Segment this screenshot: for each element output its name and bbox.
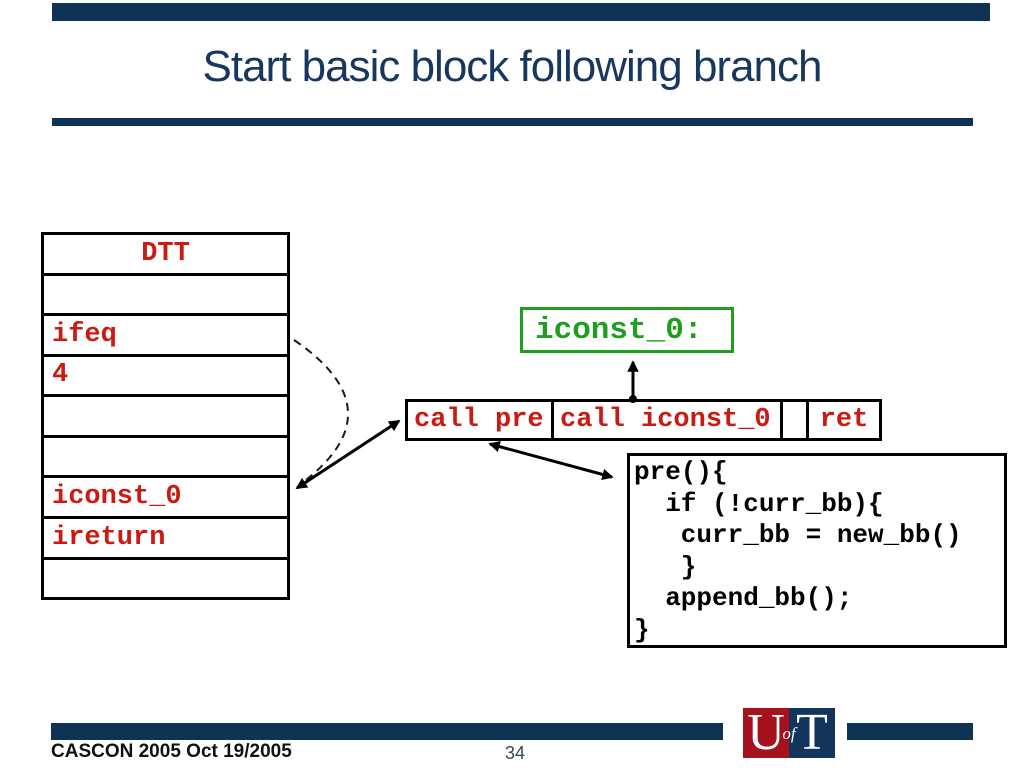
cell-empty <box>783 402 809 438</box>
arrow-call-pre-to-code-box <box>488 441 614 480</box>
top-bar <box>52 3 990 21</box>
basic-block-label-box: iconst_0: <box>520 307 734 353</box>
dtt-row-empty-3 <box>44 438 287 479</box>
page-number: 34 <box>504 743 526 763</box>
code-line: if (!curr_bb){ <box>634 488 884 519</box>
footer-credit: CASCON 2005 Oct 19/2005 <box>51 741 292 762</box>
code-line: curr_bb = new_bb() <box>634 520 962 550</box>
code-line: } <box>634 551 697 582</box>
footer-bar-right <box>847 723 973 740</box>
dtt-header-row: DTT <box>44 235 287 276</box>
logo-of-word: of <box>782 723 796 743</box>
code-line: append_bb(); <box>634 583 853 613</box>
instruction-table: call pre call iconst_0 ret <box>405 399 882 441</box>
branch-target-dashed-arc <box>293 339 349 487</box>
uoft-logo: U T of <box>743 708 835 758</box>
title-rule <box>52 118 973 126</box>
code-box: pre(){ if (!curr_bb){ curr_bb = new_bb()… <box>627 453 1007 648</box>
dtt-row-ireturn: ireturn <box>44 519 287 560</box>
code-line: pre(){ <box>634 457 728 487</box>
basic-block-label: iconst_0: <box>535 312 703 348</box>
dtt-table: DTT ifeq 4 iconst_0 ireturn <box>41 232 290 600</box>
arrow-dtt-iconst0-to-call-pre <box>295 419 401 490</box>
cell-call-iconst0: call iconst_0 <box>554 402 783 438</box>
page-title: Start basic block following branch <box>202 42 823 91</box>
dtt-title: DTT <box>141 238 190 269</box>
dtt-row-empty-1 <box>44 276 287 317</box>
dtt-row-ifeq: ifeq <box>44 316 287 357</box>
footer-bar-left <box>51 723 723 740</box>
cell-call-pre: call pre <box>408 402 554 438</box>
dtt-row-operand-4: 4 <box>44 357 287 398</box>
cell-ret: ret <box>819 405 869 435</box>
code-line: } <box>634 614 650 645</box>
logo-left-half: U <box>743 708 789 758</box>
dtt-row-iconst0: iconst_0 <box>44 478 287 519</box>
dtt-row-empty-4 <box>44 560 287 598</box>
logo-right-half: T <box>789 708 835 758</box>
dtt-row-empty-2 <box>44 397 287 438</box>
